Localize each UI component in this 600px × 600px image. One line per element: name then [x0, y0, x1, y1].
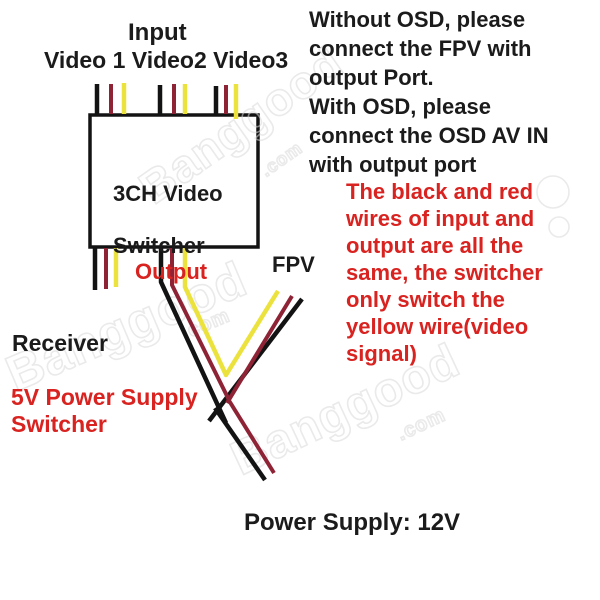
- watermark-suffix: .com: [257, 138, 306, 181]
- black-wire-output: [158, 248, 229, 424]
- red-wire-output: [170, 248, 231, 401]
- power-switcher-label: 5V Power Supply Switcher: [11, 384, 198, 437]
- power-supply-label: Power Supply: 12V: [244, 509, 461, 536]
- switcher-box: [88, 113, 260, 249]
- switcher-title-line2: Switcher: [113, 233, 205, 258]
- watermark-swirl: [536, 175, 570, 209]
- black-wire-tail: [213, 406, 267, 482]
- input-wires: [94, 83, 239, 119]
- switcher-title-line1: 3CH Video: [113, 181, 223, 206]
- osd-note: Without OSD, please connect the FPV with…: [309, 7, 549, 177]
- fpv-label: FPV: [272, 252, 315, 277]
- wires-note: The black and red wires of input and out…: [346, 179, 543, 366]
- receiver-label: Receiver: [12, 330, 108, 356]
- input-channels-label: Video 1 Video2 Video3: [44, 47, 289, 73]
- watermark-swirl: [548, 216, 570, 238]
- black-wire-fpv: [207, 297, 304, 423]
- junction-wires: [158, 248, 304, 482]
- receiver-wires: [92, 248, 119, 290]
- red-wire-fpv: [225, 294, 294, 405]
- output-label: Output: [135, 259, 208, 284]
- input-label: Input: [128, 19, 187, 46]
- red-wire-tail: [226, 397, 276, 475]
- yellow-video-wire: [182, 248, 280, 378]
- switcher-box-title: 3CH Video Switcher Output: [113, 155, 223, 311]
